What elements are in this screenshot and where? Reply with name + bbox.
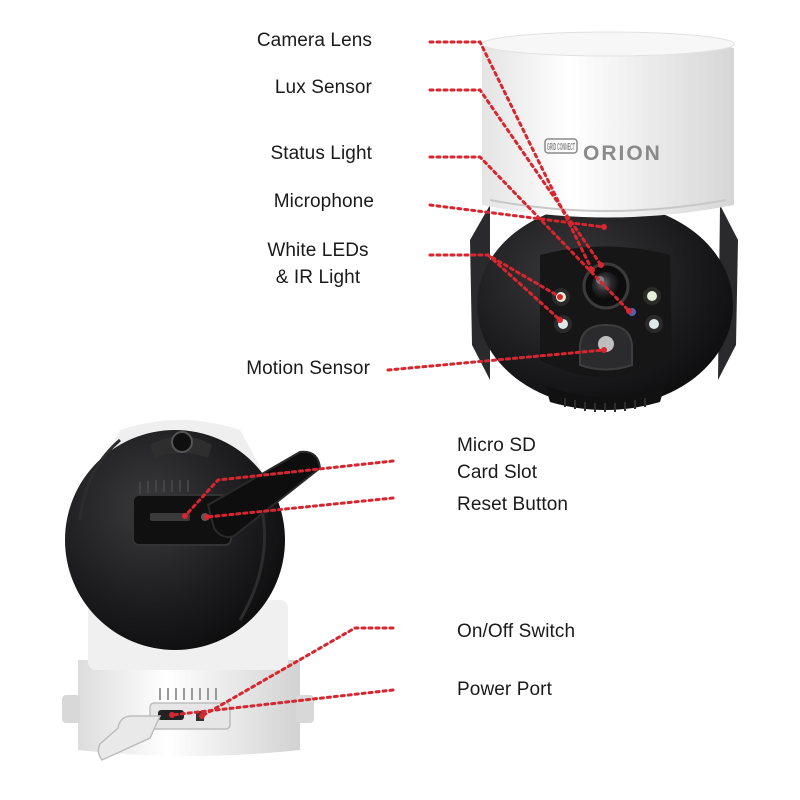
label-white-leds: White LEDs & IR Light [248,237,388,291]
label-motion-sensor: Motion Sensor [246,358,370,379]
rubber-plug [97,715,162,761]
label-white-leds-line1: White LEDs [267,240,369,261]
brand-small-text: GRID CONNECT [547,142,575,153]
brand-name: ORION [583,142,662,165]
camera-front-view: GRID CONNECT ORION [470,31,738,412]
white-dome [482,36,734,218]
camera-rear-view [62,420,322,761]
label-status-light: Status Light [270,143,372,164]
label-camera-lens: Camera Lens [256,30,372,51]
label-white-leds-line2: & IR Light [275,267,361,288]
micro-sd-slot [150,513,190,521]
leader-endpoints [169,224,632,719]
label-lux-sensor: Lux Sensor [274,77,372,98]
label-power-port: Power Port [457,679,552,700]
label-micro-sd-line2: Card Slot [457,462,538,483]
leader-lines [170,40,631,718]
label-micro-sd-line1: Micro SD [457,435,536,456]
label-micro-sd: Micro SD Card Slot [457,432,537,486]
front-panel [540,246,672,378]
label-microphone: Microphone [273,191,374,212]
label-reset-button: Reset Button [457,494,569,515]
label-on-off-switch: On/Off Switch [457,621,576,642]
brand-logo: GRID CONNECT ORION [544,138,662,165]
dome-top [481,31,735,57]
